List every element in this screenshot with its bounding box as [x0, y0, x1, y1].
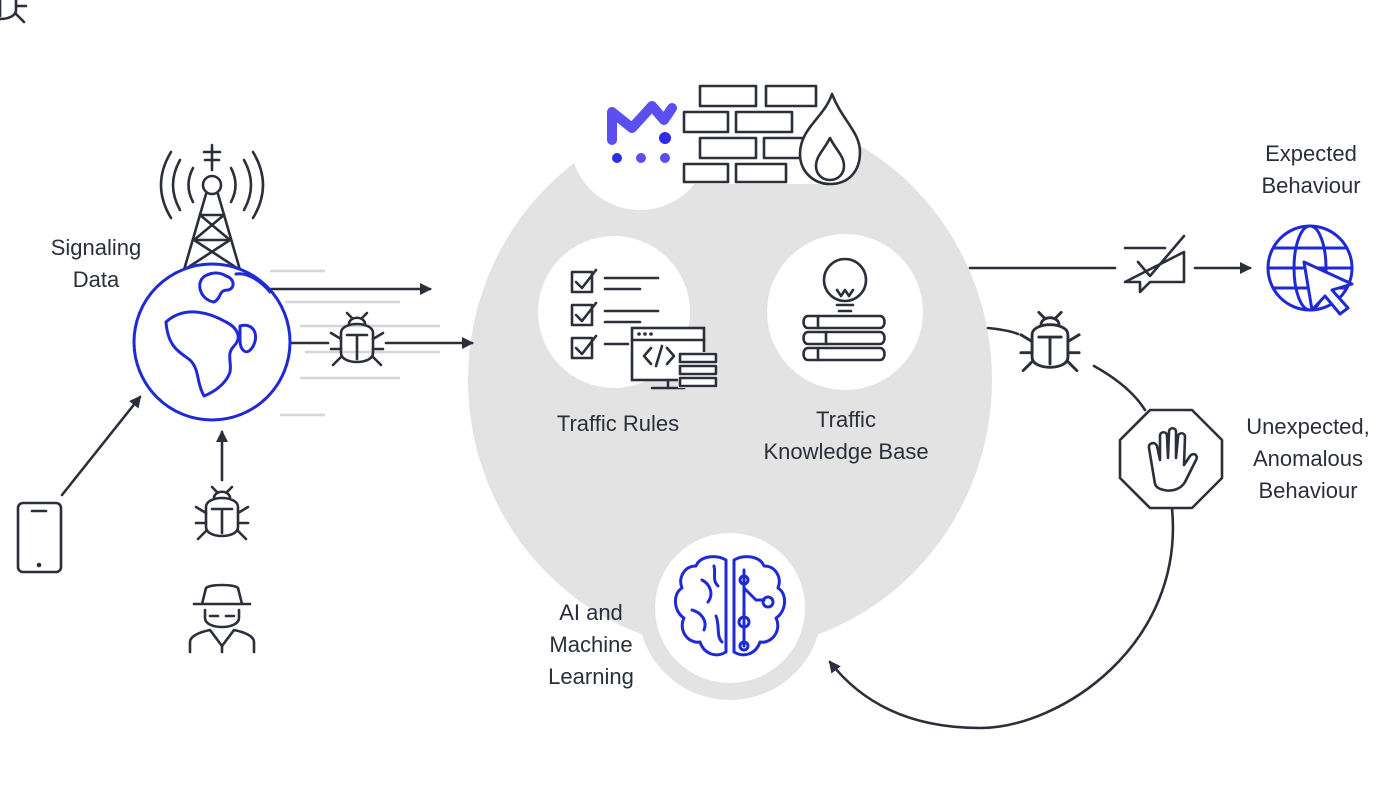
line-core-to-bug [986, 326, 1020, 336]
bug-icon [1019, 310, 1081, 373]
expected-behaviour-label: Expected Behaviour [1261, 141, 1361, 198]
ai-ml-label: AI and Machine Learning [548, 600, 634, 689]
bug-icon [194, 485, 250, 541]
brand-logo [607, 101, 677, 163]
globe-icon [132, 262, 292, 422]
knowledge-base-icon [767, 234, 923, 390]
traffic-knowledge-base-label: Traffic Knowledge Base [763, 407, 929, 464]
web-globe-cursor-icon [1266, 224, 1354, 316]
unexpected-behaviour-label: Unexpected, Anomalous Behaviour [1246, 414, 1370, 503]
line-bug-to-stop [1092, 364, 1147, 412]
brain-icon [655, 533, 805, 683]
smartphone-icon [16, 501, 63, 574]
arrow-stop-to-ai [828, 506, 1175, 730]
arrow-phone-to-globe [60, 395, 142, 497]
cell-tower-icon [159, 143, 265, 272]
connectors [60, 262, 1252, 730]
signaling-data-label: Signaling Data [50, 235, 142, 292]
bug-icon [0, 0, 28, 24]
firewall-icon [680, 84, 862, 186]
traffic-rules-label: Traffic Rules [556, 411, 680, 436]
bug-icon [329, 311, 385, 367]
stop-hand-icon [1118, 408, 1224, 510]
message-check-icon [1123, 234, 1186, 294]
hacker-icon [188, 583, 256, 654]
traffic-rules-icon [538, 236, 718, 390]
